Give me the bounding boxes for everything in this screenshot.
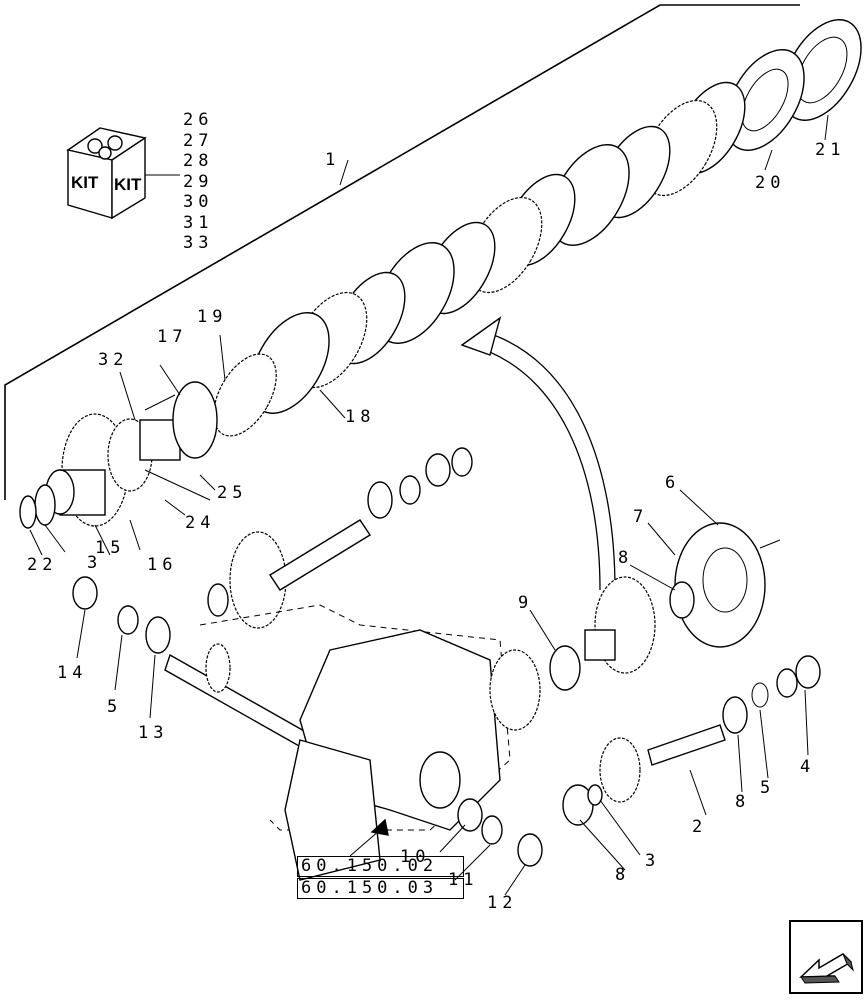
callout-2: 2 bbox=[692, 817, 707, 837]
kit-item: 28 bbox=[183, 151, 214, 171]
kit-label-1: KIT bbox=[71, 173, 99, 192]
callout-leader-lines bbox=[29, 114, 829, 896]
callout-4: 4 bbox=[800, 757, 815, 777]
callout-32: 32 bbox=[98, 350, 128, 370]
callout-10: 10 bbox=[400, 847, 430, 867]
back-navigation-button[interactable] bbox=[789, 920, 863, 994]
transmission-housing bbox=[199, 604, 541, 881]
return-arrow-icon bbox=[799, 953, 854, 984]
callout-20: 20 bbox=[755, 173, 785, 193]
callout-labels: 1 2 3 3 4 5 5 6 7 8 8 8 9 10 11 12 13 14… bbox=[27, 140, 845, 913]
callout-25: 25 bbox=[217, 483, 247, 503]
shaft-bearing-group bbox=[72, 447, 473, 757]
callout-18: 18 bbox=[345, 407, 375, 427]
callout-16: 16 bbox=[147, 555, 177, 575]
callout-8b: 8 bbox=[618, 548, 633, 568]
kit-label-2: KIT bbox=[114, 175, 142, 194]
callout-8a: 8 bbox=[735, 792, 750, 812]
callout-3b: 3 bbox=[645, 851, 660, 871]
callout-12: 12 bbox=[487, 893, 517, 913]
kit-item: 27 bbox=[183, 130, 214, 151]
kit-item: 33 bbox=[183, 233, 214, 253]
callout-15: 15 bbox=[95, 538, 125, 558]
kit-item: 29 bbox=[183, 171, 214, 192]
callout-22: 22 bbox=[27, 555, 57, 575]
callout-21: 21 bbox=[815, 140, 845, 160]
assembly-direction-arrow bbox=[460, 316, 616, 591]
callout-7: 7 bbox=[633, 507, 648, 527]
callout-8c: 8 bbox=[615, 865, 630, 885]
callout-5b: 5 bbox=[760, 778, 775, 798]
callout-13: 13 bbox=[138, 723, 168, 743]
kit-item: 30 bbox=[183, 192, 214, 212]
clutch-disc-stack bbox=[213, 19, 862, 437]
gear-assembly-left bbox=[19, 381, 218, 529]
callout-9: 9 bbox=[518, 593, 533, 613]
callout-5a: 5 bbox=[107, 697, 122, 717]
callout-11: 11 bbox=[448, 870, 478, 890]
callout-24: 24 bbox=[185, 513, 215, 533]
callout-3a: 3 bbox=[87, 553, 102, 573]
assembly-bracket-lines bbox=[4, 4, 800, 500]
callout-1: 1 bbox=[325, 150, 340, 170]
kit-box-icon[interactable]: KIT KIT bbox=[66, 127, 180, 220]
callout-19: 19 bbox=[197, 307, 227, 327]
kit-item: 26 bbox=[183, 110, 214, 130]
planetary-group-right bbox=[457, 522, 821, 867]
callout-17: 17 bbox=[157, 327, 187, 347]
reference-link-2[interactable]: 60.150.03 bbox=[297, 878, 464, 899]
kit-item-list: 26 27 28 29 30 31 33 bbox=[183, 110, 213, 254]
callout-6: 6 bbox=[665, 473, 680, 493]
kit-item: 31 bbox=[183, 212, 214, 233]
reference-link-1[interactable]: 60.150.02 bbox=[297, 856, 464, 877]
callout-14: 14 bbox=[57, 663, 87, 683]
